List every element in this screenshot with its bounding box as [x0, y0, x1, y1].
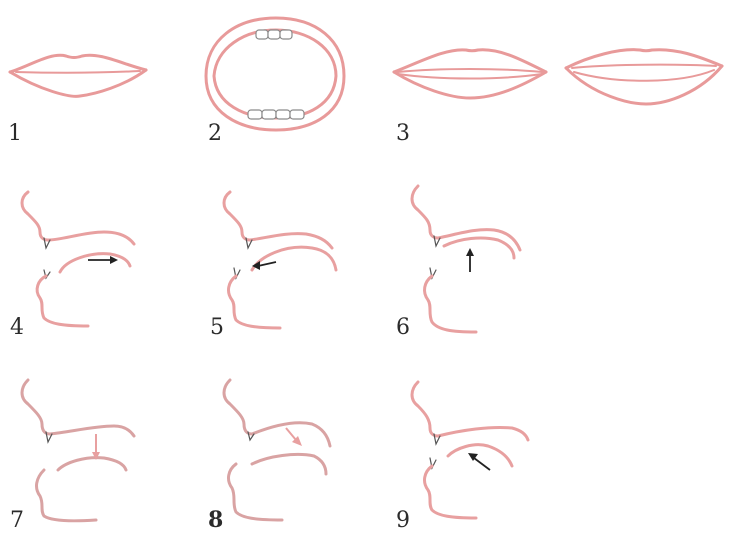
figure-5-profile	[224, 192, 336, 328]
figure-3-label: 3	[396, 121, 410, 146]
figure-1-label: 1	[8, 121, 22, 146]
figure-8-label: 8	[208, 507, 223, 533]
arrow-up-left	[474, 458, 490, 470]
arrow-down-right	[286, 428, 296, 440]
figure-9-profile	[412, 382, 528, 518]
figure-3-lips-spread	[394, 50, 546, 98]
lower-tooth-2	[262, 110, 276, 119]
upper-tooth-center	[268, 30, 280, 39]
figure-6-profile	[412, 186, 520, 332]
figure-3-lips-spread-alt	[566, 50, 722, 104]
figure-4-label: 4	[10, 315, 24, 340]
figure-9-label: 9	[396, 508, 410, 533]
figure-7-profile	[22, 380, 134, 521]
upper-tooth-right	[280, 30, 292, 39]
figure-5-label: 5	[210, 315, 224, 340]
figure-2-label: 2	[208, 121, 222, 146]
figure-7-label: 7	[10, 508, 24, 533]
figure-8-profile	[224, 380, 330, 520]
figure-4-profile	[22, 192, 134, 326]
figure-6-label: 6	[396, 315, 410, 340]
lower-tooth-3	[276, 110, 290, 119]
lower-tooth-1	[248, 110, 262, 119]
figure-1-lips-closed	[10, 55, 146, 96]
figure-2-mouth-open	[206, 18, 344, 130]
lower-tooth-4	[290, 110, 304, 119]
arrow-left	[258, 262, 276, 266]
upper-tooth-left	[256, 30, 268, 39]
